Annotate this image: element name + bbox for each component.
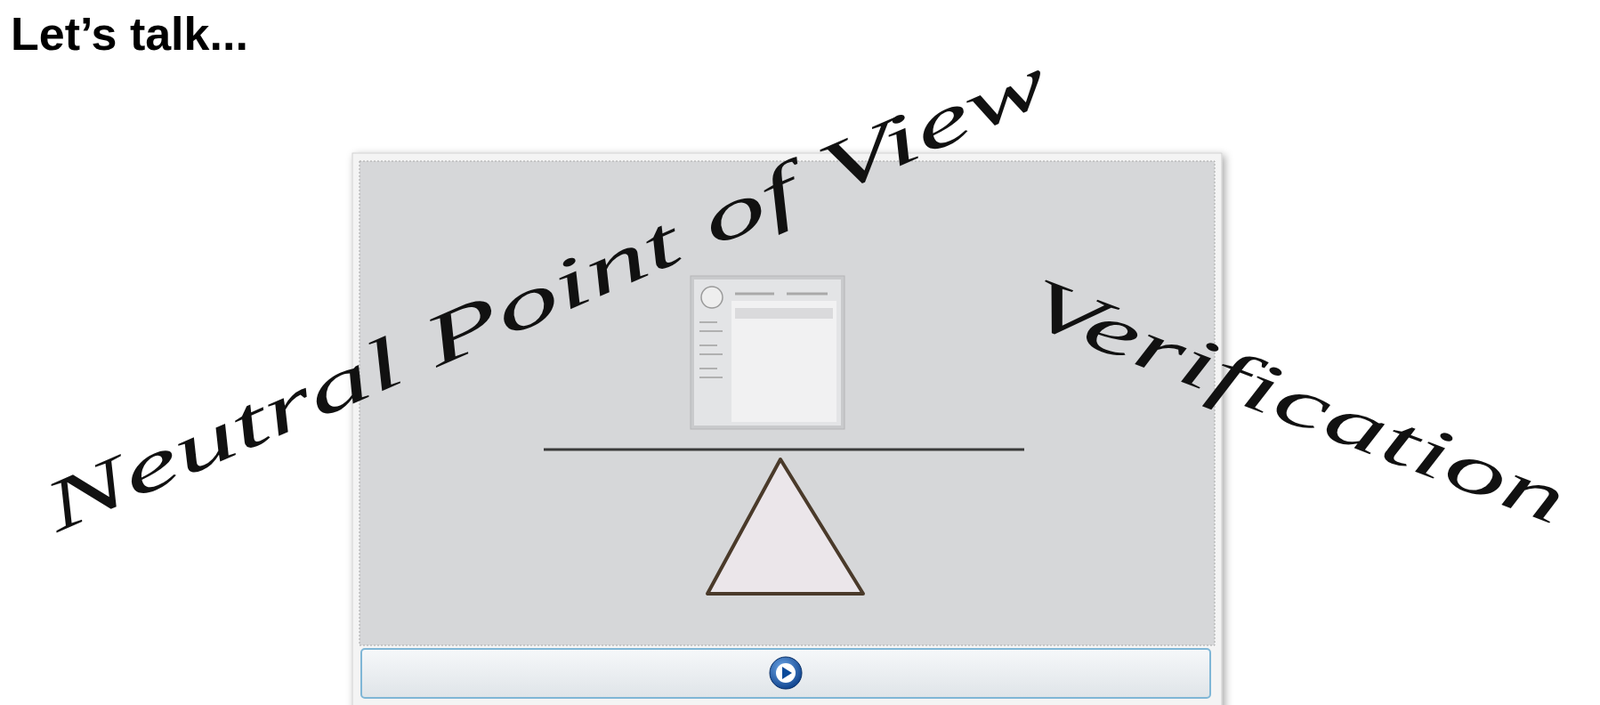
page-shadow [690,275,845,429]
page-content [731,300,837,422]
play-button [769,656,802,689]
page-heading [735,307,833,319]
sidebar-line [699,330,723,332]
player-frame [352,153,1222,705]
play-button-inner [775,662,796,683]
sidebar-line [699,353,723,356]
tab-line [786,292,828,296]
sidebar-line [699,344,718,347]
sidebar-line [699,376,723,379]
balance-beam [543,448,1025,452]
wiki-page-icon [690,275,845,429]
video-area [359,161,1215,646]
control-bar [361,648,1211,698]
balance-fulcrum [707,459,864,594]
sidebar-line [699,367,718,370]
sidebar-line [699,321,718,324]
globe-logo [701,286,723,308]
slide-title: Let’s talk... [10,7,249,61]
page-back [694,279,841,426]
tab-line [735,292,775,296]
play-triangle [782,666,792,679]
